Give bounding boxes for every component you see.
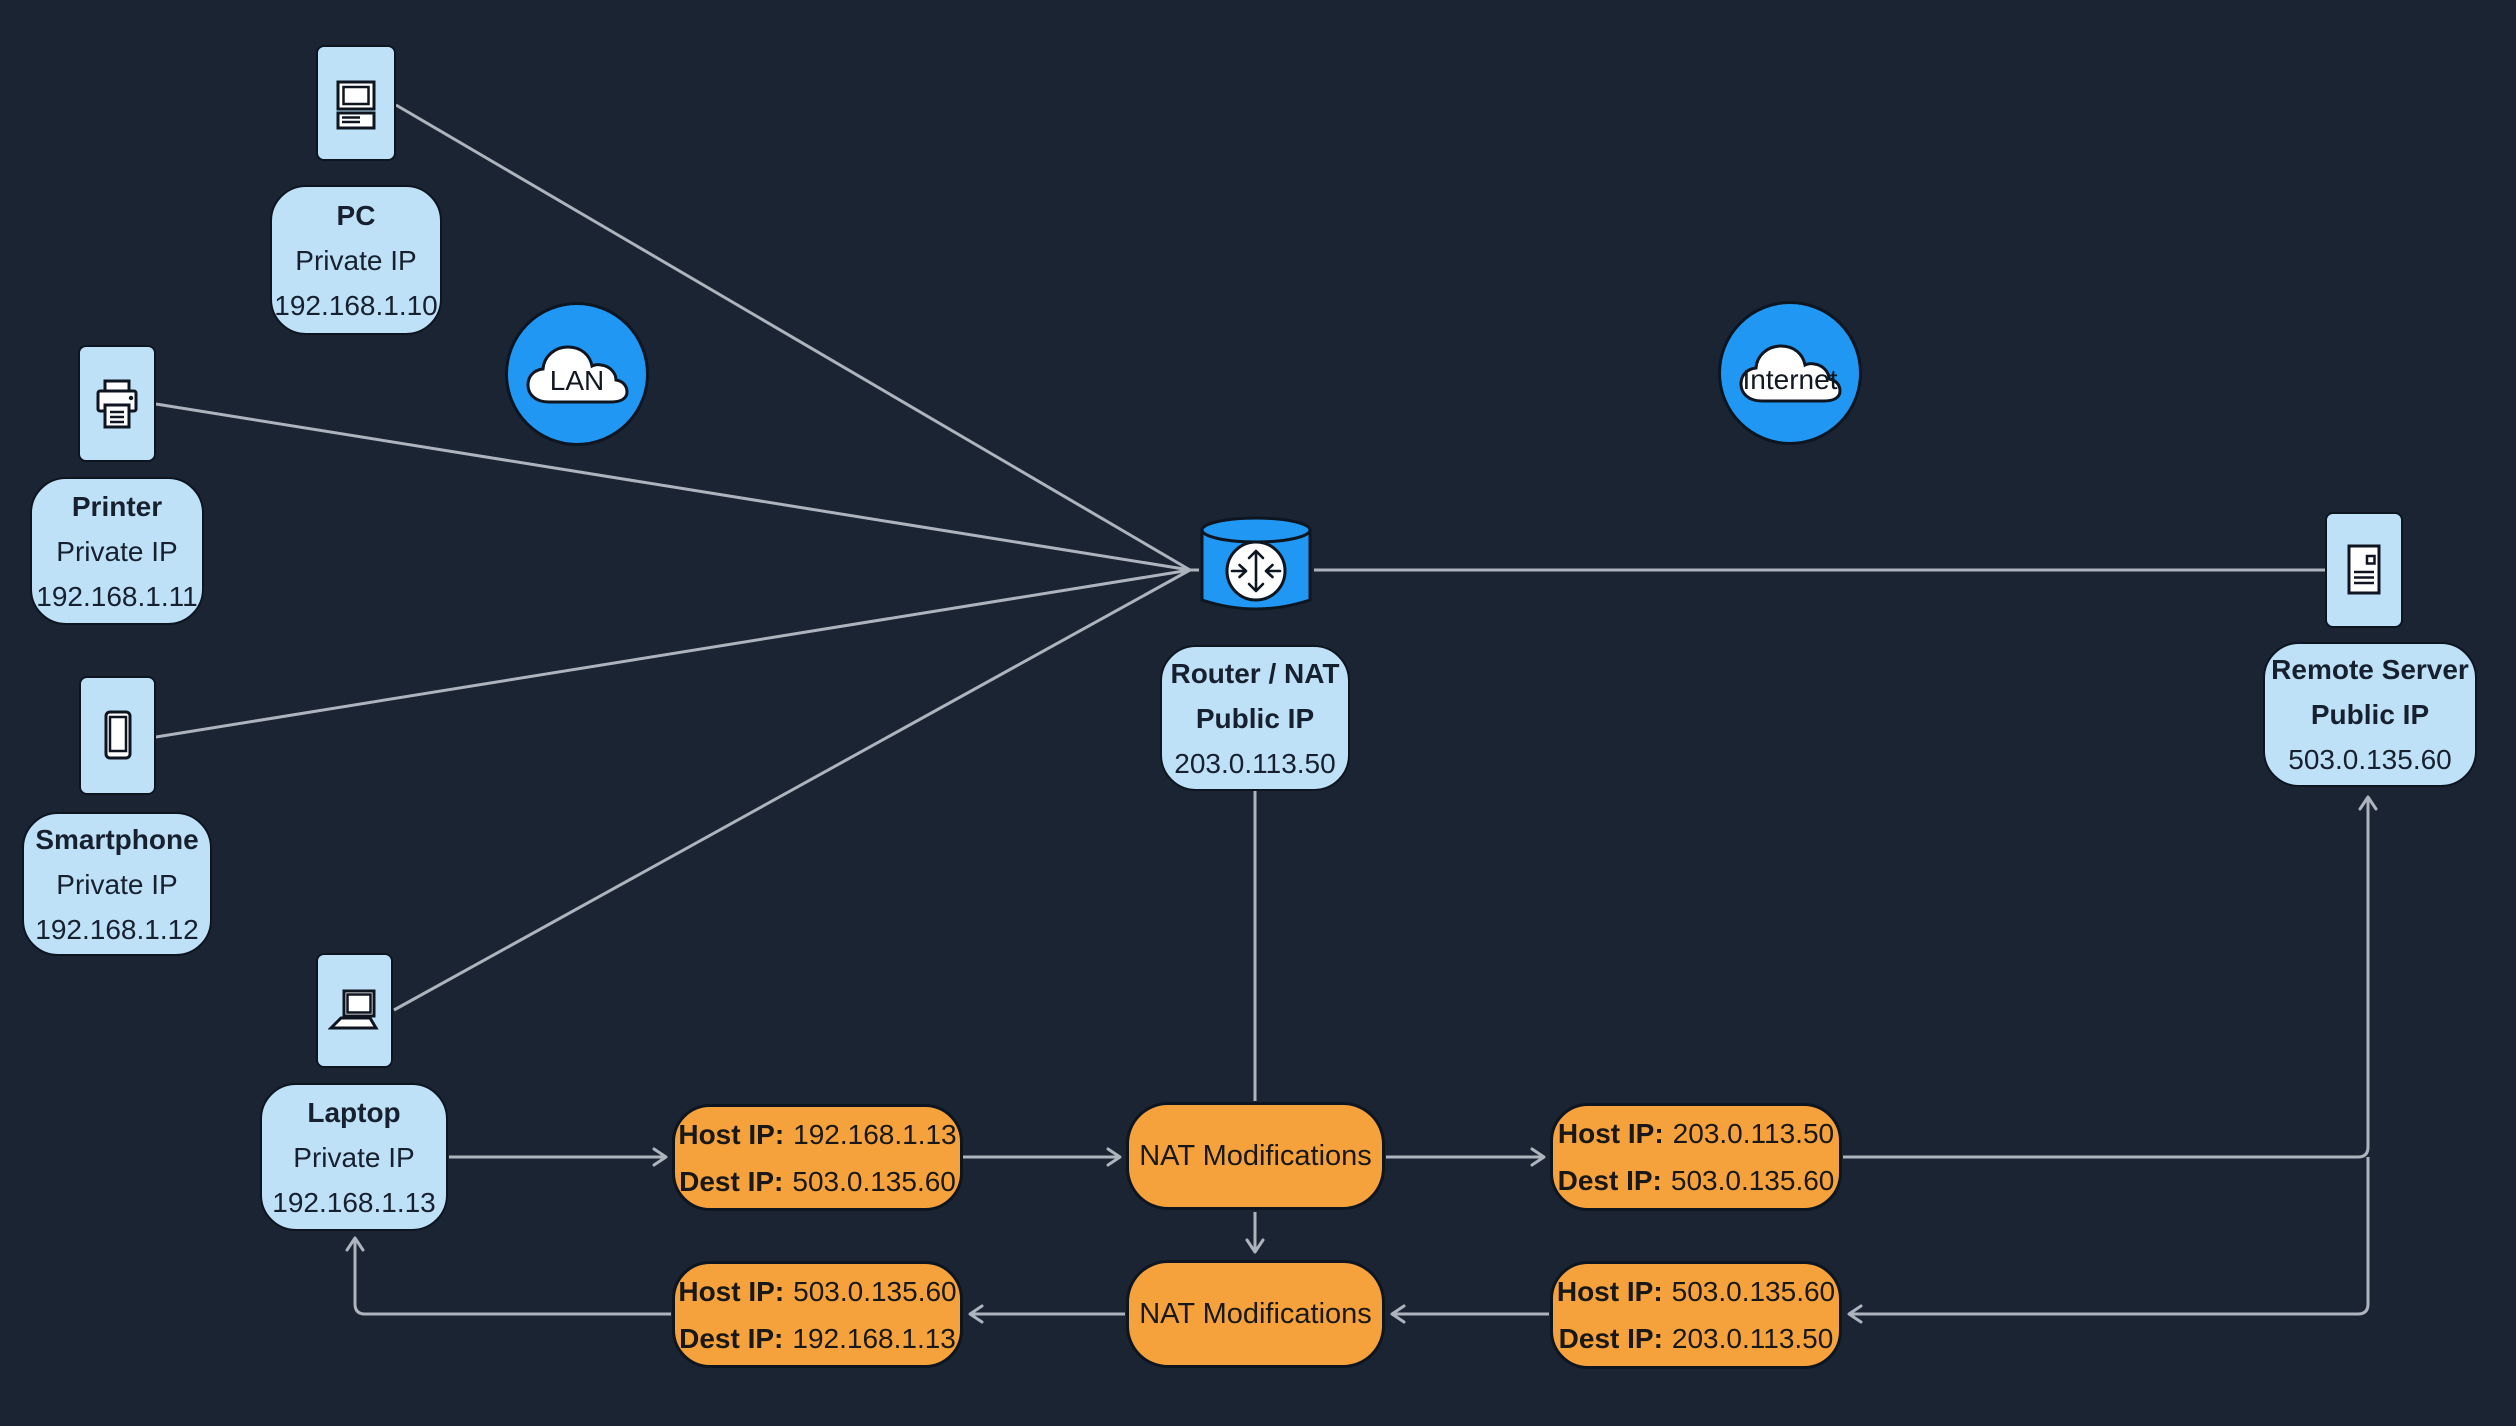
- packet-host-row: Host IP:203.0.113.50: [1557, 1118, 1835, 1149]
- edge-printer-router: [155, 402, 1191, 572]
- packet-host-row: Host IP:192.168.1.13: [678, 1118, 957, 1150]
- forward-wan-packet: Host IP:203.0.113.50 Dest IP:503.0.135.6…: [1550, 1103, 1842, 1211]
- edge-server-packet4: [1847, 1157, 2370, 1324]
- smartphone-label: Smartphone Private IP 192.168.1.12: [22, 812, 212, 956]
- pc-label: PC Private IP 192.168.1.10: [270, 185, 442, 335]
- remote-server-ip: 503.0.135.60: [2288, 744, 2452, 775]
- router-title: Router / NAT: [1170, 657, 1340, 689]
- packet-host-row: Host IP:503.0.135.60: [1556, 1276, 1836, 1307]
- router-node: [1200, 516, 1312, 611]
- printer-node: [78, 345, 156, 462]
- internet-cloud-icon: [1739, 344, 1842, 403]
- pc-ip: 192.168.1.10: [274, 289, 438, 321]
- lan-cloud: LAN: [505, 302, 649, 446]
- lan-cloud-label: LAN: [549, 365, 605, 396]
- router-ip: 203.0.113.50: [1174, 747, 1336, 779]
- printer-subtitle: Private IP: [56, 535, 178, 567]
- return-lan-packet: Host IP:503.0.135.60 Dest IP:192.168.1.1…: [672, 1261, 963, 1368]
- edge-laptop-router: [393, 568, 1191, 1012]
- pc-node: [316, 45, 396, 161]
- smartphone-title: Smartphone: [35, 823, 199, 855]
- packet-dest-row: Dest IP:203.0.113.50: [1558, 1323, 1834, 1354]
- laptop-title: Laptop: [307, 1096, 401, 1128]
- laptop-node: [316, 953, 393, 1068]
- smartphone-node: [79, 676, 156, 795]
- router-subtitle: Public IP: [1195, 702, 1315, 734]
- router-label: Router / NAT Public IP 203.0.113.50: [1160, 645, 1350, 791]
- smartphone-subtitle: Private IP: [56, 868, 178, 900]
- remote-server-node: [2325, 512, 2403, 628]
- nat-modifications-return: NAT Modifications: [1126, 1260, 1385, 1368]
- packet-host-row: Host IP:503.0.135.60: [678, 1275, 957, 1307]
- edge-packet3-laptop: [345, 1236, 671, 1316]
- smartphone-icon: [104, 710, 131, 759]
- lan-cloud-icon: [526, 345, 629, 404]
- printer-ip: 192.168.1.11: [36, 580, 198, 612]
- packet-dest-row: Dest IP:192.168.1.13: [679, 1322, 956, 1354]
- server-icon: [2347, 544, 2381, 595]
- pc-icon: [336, 80, 376, 130]
- pc-title: PC: [336, 199, 376, 231]
- router-cylinder-icon: [1200, 516, 1312, 611]
- edge-smartphone-router: [155, 568, 1191, 739]
- smartphone-ip: 192.168.1.12: [35, 913, 199, 945]
- remote-server-label: Remote Server Public IP 503.0.135.60: [2263, 642, 2477, 787]
- return-wan-packet: Host IP:503.0.135.60 Dest IP:203.0.113.5…: [1550, 1261, 1842, 1369]
- packet-dest-row: Dest IP:503.0.135.60: [679, 1165, 956, 1197]
- printer-label: Printer Private IP 192.168.1.11: [30, 477, 204, 625]
- laptop-icon: [327, 989, 379, 1029]
- laptop-label: Laptop Private IP 192.168.1.13: [260, 1083, 448, 1231]
- printer-title: Printer: [71, 490, 163, 522]
- laptop-ip: 192.168.1.13: [272, 1186, 436, 1218]
- packet-dest-row: Dest IP:503.0.135.60: [1557, 1165, 1835, 1196]
- laptop-subtitle: Private IP: [293, 1141, 415, 1173]
- internet-cloud: Internet: [1718, 301, 1862, 445]
- remote-server-title: Remote Server: [2271, 654, 2469, 685]
- printer-icon: [96, 379, 138, 428]
- forward-lan-packet: Host IP:192.168.1.13 Dest IP:503.0.135.6…: [672, 1104, 963, 1211]
- edge-packet2-server: [1843, 795, 2378, 1159]
- router-icon: [1225, 540, 1287, 602]
- remote-server-subtitle: Public IP: [2310, 699, 2430, 730]
- internet-cloud-label: Internet: [1742, 364, 1838, 395]
- edge-pc-router: [395, 103, 1191, 572]
- pc-subtitle: Private IP: [295, 244, 417, 276]
- nat-modifications-forward: NAT Modifications: [1126, 1102, 1385, 1210]
